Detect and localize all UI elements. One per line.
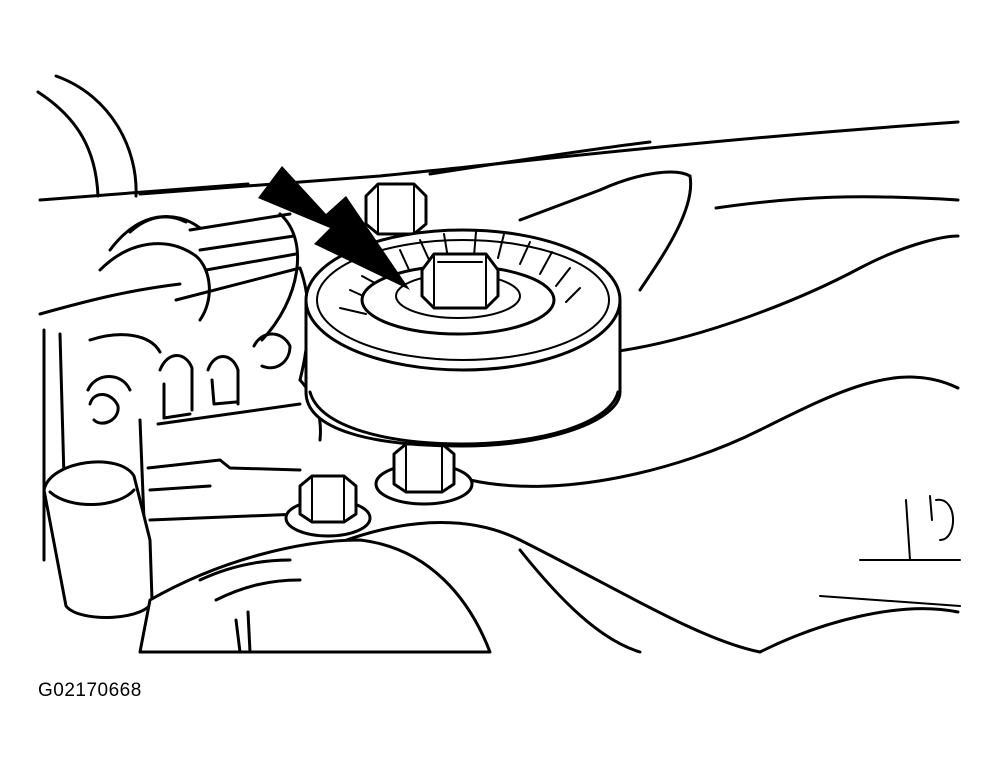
lower-hose	[138, 538, 642, 654]
lower-bolt-left	[284, 474, 372, 538]
center-bolt	[420, 252, 500, 310]
upper-hose	[36, 74, 250, 202]
engine-housing-contour	[138, 120, 961, 654]
top-bolt	[364, 182, 428, 236]
left-post	[42, 458, 302, 619]
figure-code: G02170668	[38, 680, 142, 701]
lower-bolt-right	[374, 442, 474, 506]
arrow-icon	[258, 166, 410, 290]
left-mechanism	[38, 212, 322, 562]
pulley-ribs	[339, 231, 581, 315]
